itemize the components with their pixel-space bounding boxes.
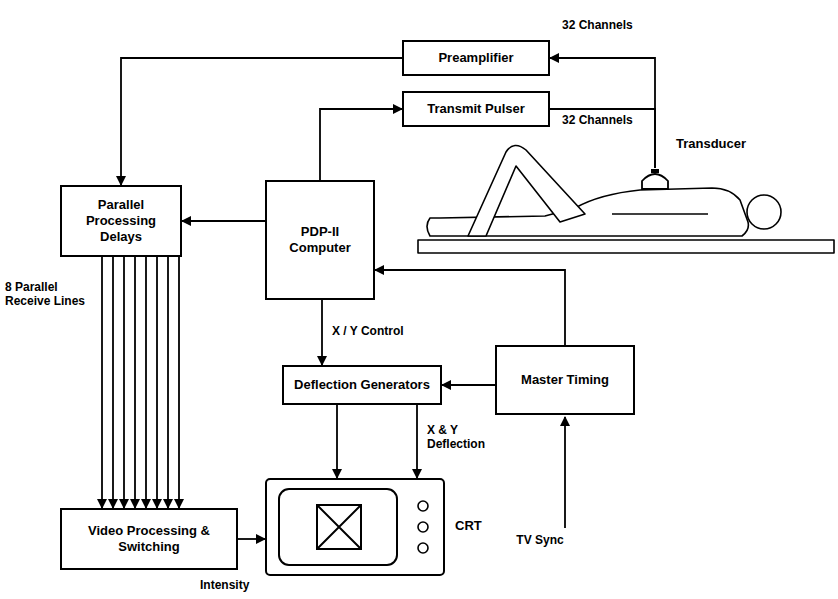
transducer-outline — [640, 168, 670, 189]
tv-sync-line — [564, 417, 566, 528]
connector-line — [101, 257, 103, 508]
transducer-cable-mount — [651, 169, 659, 173]
signal-connector — [550, 109, 655, 168]
crt-screen — [279, 489, 397, 565]
crt-display: CRT — [265, 478, 445, 576]
connector-label: X / Y Control — [330, 324, 406, 338]
crt-scan-area — [317, 505, 361, 549]
node-label: Transmit Pulser — [427, 101, 525, 117]
connector-line — [178, 257, 180, 508]
process-box: Preamplifier — [402, 40, 550, 76]
connector-line — [238, 538, 265, 540]
connector-label: X & Y Deflection — [425, 423, 509, 452]
connector-line — [321, 300, 323, 365]
process-box: Parallel Processing Delays — [60, 185, 182, 257]
connector-line — [550, 109, 655, 168]
connector-line — [167, 257, 169, 508]
connector-line — [145, 257, 147, 508]
connector-line — [123, 257, 125, 508]
signal-connector — [337, 405, 417, 478]
signal-connector — [442, 385, 495, 386]
patient-head — [747, 195, 781, 229]
crt-knob — [418, 522, 428, 532]
examination-table — [418, 240, 834, 253]
crt-outline — [265, 478, 445, 576]
connector-line — [550, 58, 655, 168]
connector-line — [320, 109, 402, 180]
connector-line — [156, 257, 158, 508]
signal-connector — [121, 58, 402, 185]
node-label: Parallel Processing Delays — [67, 197, 175, 246]
patient-arm — [612, 213, 708, 215]
process-box: Master Timing — [495, 345, 635, 415]
connector-label: Intensity — [198, 578, 251, 592]
transducer-symbol: Transducer — [640, 168, 670, 189]
signal-label: 32 Channels — [560, 113, 635, 127]
connector-line — [134, 257, 136, 508]
signal-connector — [550, 58, 655, 168]
node-caption: CRT — [455, 518, 482, 534]
connector-line — [336, 405, 338, 478]
patient-raised-leg — [468, 145, 585, 236]
node-label: Deflection Generators — [294, 377, 430, 393]
crt-housing — [266, 479, 444, 575]
process-box: Deflection Generators — [282, 365, 442, 405]
signal-connector — [322, 300, 323, 365]
signal-connector — [238, 539, 265, 540]
node-label: Preamplifier — [438, 50, 513, 66]
crt-knob — [418, 501, 428, 511]
connector-line — [416, 405, 418, 478]
connector-line — [442, 384, 495, 386]
crt-knob — [418, 543, 428, 553]
signal-connector — [102, 257, 179, 508]
signal-connector — [182, 221, 265, 222]
node-caption: Transducer — [676, 136, 746, 152]
process-box: Video Processing & Switching — [60, 508, 238, 570]
process-box: Transmit Pulser — [402, 91, 550, 127]
node-label: Master Timing — [521, 372, 609, 388]
connector-line — [112, 257, 114, 508]
node-label: PDP-II Computer — [272, 224, 368, 257]
transducer-housing — [642, 174, 668, 189]
computer-box: PDP-II Computer — [265, 180, 375, 300]
signal-label: 8 Parallel Receive Lines — [3, 280, 99, 309]
signal-connector — [320, 109, 402, 180]
crt-scan-cross — [317, 505, 361, 549]
tv-sync-input — [565, 417, 566, 528]
signal-label: TV Sync — [514, 533, 565, 547]
connector-line — [121, 58, 402, 185]
connector-line — [182, 220, 265, 222]
node-label: Video Processing & Switching — [67, 523, 231, 556]
signal-label: 32 Channels — [560, 18, 635, 32]
patient-illustration — [418, 145, 834, 253]
